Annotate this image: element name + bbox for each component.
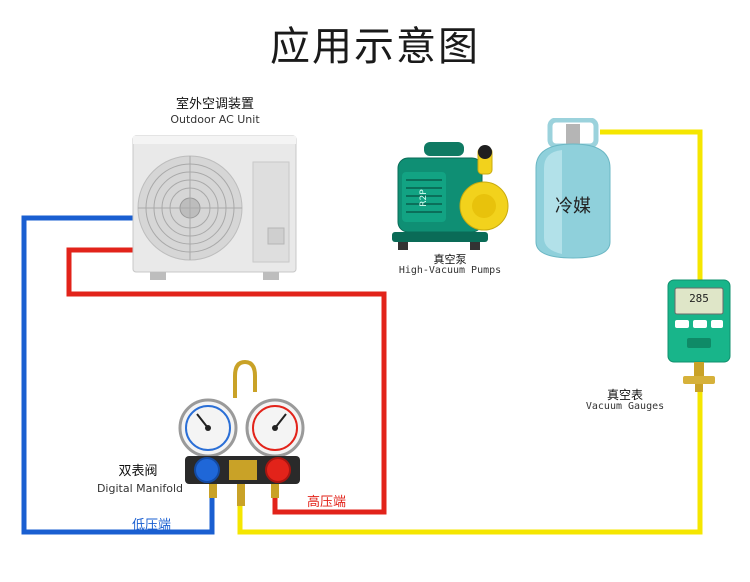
digital-manifold-image [178, 359, 305, 506]
vacuum-gauge-reading: 285 [689, 292, 709, 305]
high-pressure-gauge-icon [245, 398, 305, 458]
blue-low-pressure-line [21, 215, 215, 535]
ac-unit-label-cn: 室外空调装置 [175, 97, 254, 112]
outdoor-ac-unit-image [132, 135, 297, 280]
fan-grille-icon [137, 155, 243, 261]
vacuum-gauge-image [667, 279, 731, 392]
low-side-label: 低压端 [132, 518, 172, 533]
yellow-vacuum-line-upper [600, 129, 703, 282]
vacuum-gauge-label-cn: 真空表 [606, 388, 643, 402]
low-pressure-gauge-icon [178, 398, 238, 458]
red-high-pressure-line [66, 247, 387, 515]
page-title: 应用示意图 [270, 24, 480, 70]
manifold-label-en: Digital Manifold [96, 482, 184, 495]
manifold-label-cn: 双表阀 [118, 464, 158, 479]
vacuum-pump-image: R2P [392, 142, 509, 250]
pump-brand-text: R2P [419, 189, 429, 207]
vacuum-gauge-label-en: Vacuum Gauges [585, 401, 665, 412]
refrigerant-label: 冷媒 [555, 196, 591, 217]
high-side-label: 高压端 [307, 495, 347, 510]
yellow-vacuum-line [237, 346, 703, 535]
vacuum-pump-label-cn: 真空泵 [433, 253, 467, 266]
vacuum-pump-label-en: High-Vacuum Pumps [398, 265, 502, 276]
refrigerant-tank-image [535, 118, 611, 259]
ac-unit-label-en: Outdoor AC Unit [170, 113, 260, 126]
